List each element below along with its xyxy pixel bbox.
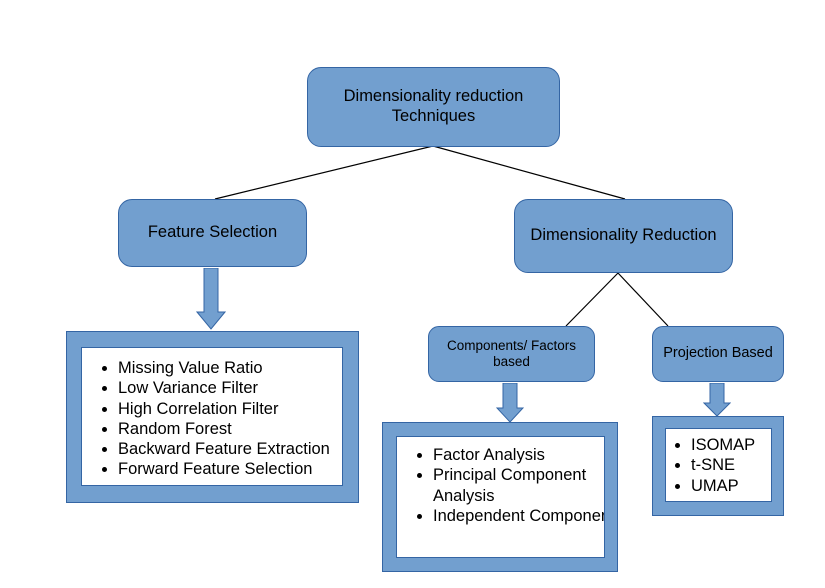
- dimensionality-reduction-node: Dimensionality Reduction: [514, 199, 733, 273]
- list-item: Principal Component Analysis: [433, 465, 604, 506]
- feature-selection-title: Feature Selection: [147, 223, 278, 242]
- line-dr-to-components: [565, 272, 619, 327]
- projection-items: ISOMAP t-SNE UMAP: [666, 435, 771, 496]
- list-item: Forward Feature Selection: [118, 459, 342, 479]
- list-item: Factor Analysis: [433, 445, 604, 465]
- components-factors-line2: based: [493, 354, 530, 369]
- feature-selection-node: Feature Selection: [118, 199, 307, 267]
- feature-selection-items: Missing Value Ratio Low Variance Filter …: [82, 358, 342, 480]
- list-item: ISOMAP: [691, 435, 771, 455]
- dimensionality-reduction-title: Dimensionality Reduction: [530, 226, 717, 245]
- list-item: Missing Value Ratio: [118, 358, 342, 378]
- list-item: High Correlation Filter: [118, 399, 342, 419]
- projection-list: ISOMAP t-SNE UMAP: [665, 428, 772, 502]
- components-factors-line1: Components/ Factors: [446, 337, 577, 353]
- feature-selection-list: Missing Value Ratio Low Variance Filter …: [81, 347, 343, 486]
- line-root-to-dimensionality-reduction: [432, 145, 626, 200]
- components-items: Factor Analysis Principal Component Anal…: [397, 445, 604, 526]
- line-dr-to-projection: [617, 272, 669, 327]
- projection-based-node: Projection Based: [652, 326, 784, 382]
- projection-based-title: Projection Based: [663, 345, 773, 362]
- root-node: Dimensionality reduction Techniques: [307, 67, 560, 147]
- root-node-line1: Dimensionality reduction: [343, 87, 524, 106]
- line-root-to-feature-selection: [214, 145, 434, 200]
- arrow-projection-down: [703, 383, 731, 417]
- list-item: Backward Feature Extraction: [118, 439, 342, 459]
- arrow-components-down: [496, 383, 524, 423]
- components-list: Factor Analysis Principal Component Anal…: [396, 436, 605, 558]
- list-item: UMAP: [691, 476, 771, 496]
- list-item: Low Variance Filter: [118, 378, 342, 398]
- list-item: t-SNE: [691, 455, 771, 475]
- root-node-line2: Techniques: [391, 107, 476, 125]
- arrow-feature-selection-down: [196, 268, 226, 330]
- components-factors-node: Components/ Factors based: [428, 326, 595, 382]
- list-item: Random Forest: [118, 419, 342, 439]
- list-item: Independent Component Analysis: [433, 506, 604, 526]
